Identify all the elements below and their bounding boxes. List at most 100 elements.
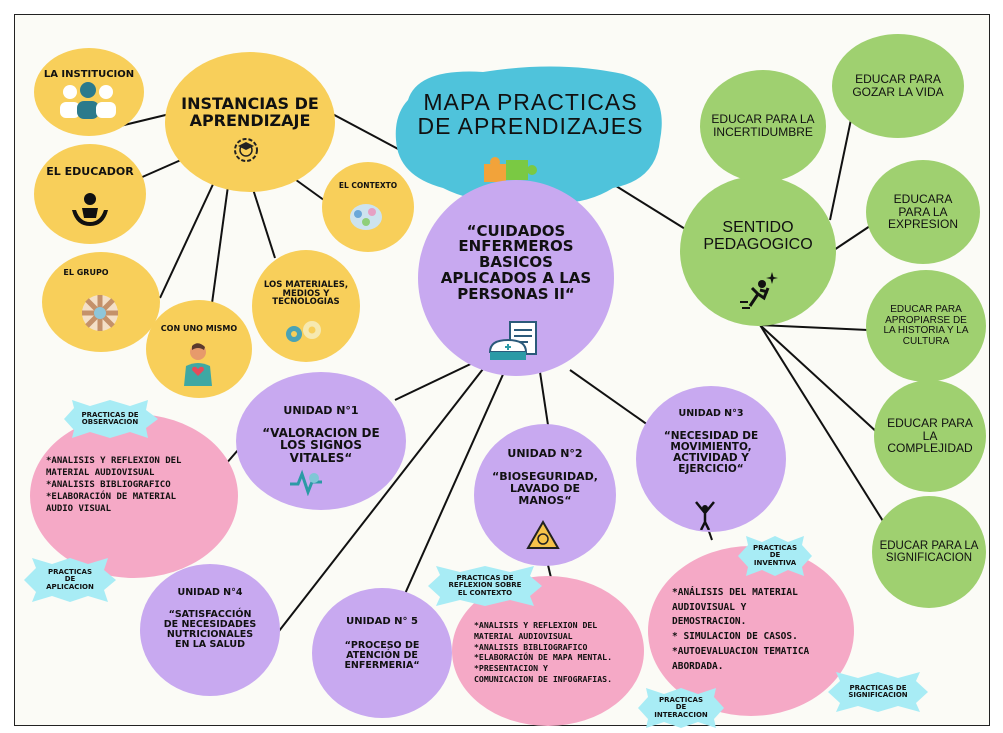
significacion-node: EDUCAR PARA LA SIGNIFICACION: [872, 496, 986, 608]
people-icon: [60, 82, 116, 119]
observacion-bubble: [30, 414, 238, 578]
unidad-4-title: UNIDAD N°4: [177, 587, 243, 599]
list-item: *ANALISIS Y REFLEXION DEL: [474, 620, 598, 630]
connector: [833, 225, 871, 251]
instancias-node: INSTANCIAS DE APRENDIZAJE: [165, 52, 335, 192]
vitals-icon: [290, 469, 322, 496]
list-item: AUDIOVISUAL Y: [672, 601, 747, 613]
reflexion-badge: PRACTICAS DE REFLEXION SOBRE EL CONTEXTO: [426, 566, 544, 606]
interaccion-badge-label: PRACTICAS DE INTERACCION: [654, 695, 708, 719]
connector: [759, 324, 881, 436]
center-label: “CUIDADOS ENFERMEROS BASICOS APLICADOS A…: [440, 221, 592, 303]
materiales-node: LOS MATERIALES, MEDIOS Y TECNOLOGIAS: [252, 250, 360, 362]
interaccion-badge: PRACTICAS DE INTERACCION: [636, 688, 726, 728]
gears-icon: [286, 321, 321, 342]
significacion-badge-label: PRACTICAS DE SIGNIFICACION: [848, 683, 908, 699]
unidad-5-title: UNIDAD N° 5: [346, 615, 418, 627]
person-heart-icon: [184, 343, 212, 386]
nurse-clipboard-icon: [488, 321, 537, 360]
incertidumbre-label: EDUCAR PARA LA INCERTIDUMBRE: [711, 112, 815, 139]
hands-person-icon: [72, 193, 108, 226]
unidad-4-node: UNIDAD N°4 “SATISFACCIÓN DE NECESIDADES …: [140, 564, 280, 696]
unidad-1-title: UNIDAD N°1: [283, 404, 359, 418]
gozar-node: EDUCAR PARA GOZAR LA VIDA: [832, 34, 964, 138]
list-item: *ELABORACIÓN DE MAPA MENTAL.: [474, 652, 613, 663]
historia-label: EDUCAR PARA APROPIARSE DE LA HISTORIA Y …: [883, 304, 969, 347]
list-item: *ELABORACIÓN DE MATERIAL: [46, 491, 177, 502]
reflexion-badge-label: PRACTICAS DE REFLEXION SOBRE EL CONTEXTO: [448, 573, 522, 597]
reflexion-list: *ANALISIS Y REFLEXION DEL MATERIAL AUDIO…: [474, 620, 612, 685]
expresion-label: EDUCARA PARA LA EXPRESION: [887, 192, 959, 232]
gear-graduation-icon: [234, 138, 258, 162]
unidad-5-node: UNIDAD N° 5 “PROCESO DE ATENCIÓN DE ENFE…: [312, 588, 452, 718]
list-item: AUDIO VISUAL: [46, 503, 112, 514]
list-item: DEMOSTRACION.: [672, 616, 747, 628]
unidad-1-text: “VALORACION DE LOS SIGNOS VITALES“: [262, 425, 380, 466]
arms-up-person-icon: [695, 501, 715, 530]
aplicacion-badge: PRACTICAS DE APLICACION: [22, 558, 118, 602]
list-item: * SIMULACION DE CASOS.: [672, 631, 798, 643]
grupo-label: EL GRUPO: [63, 267, 109, 277]
list-item: ABORDADA.: [672, 660, 724, 672]
expresion-node: EDUCARA PARA LA EXPRESION: [866, 160, 980, 264]
contexto-label: EL CONTEXTO: [338, 181, 398, 191]
list-item: *ANALISIS BIBLIOGRAFICO: [46, 479, 171, 490]
connector: [759, 324, 869, 331]
unidad-1-node: UNIDAD N°1 “VALORACION DE LOS SIGNOS VIT…: [236, 372, 406, 510]
unidad-2-title: UNIDAD N°2: [507, 446, 583, 460]
connector: [251, 185, 276, 259]
title-cloud: MAPA PRACTICAS DE APRENDIZAJES: [388, 60, 673, 210]
list-item: *AUTOEVALUACION TEMATICA: [672, 645, 810, 657]
gozar-label: EDUCAR PARA GOZAR LA VIDA: [852, 72, 944, 99]
materiales-label: LOS MATERIALES, MEDIOS Y TECNOLOGIAS: [263, 279, 349, 308]
unidad-2-text: “BIOSEGURIDAD, LAVADO DE MANOS“: [492, 470, 598, 507]
connector: [539, 371, 549, 426]
unidad-4-text: “SATISFACCIÓN DE NECESIDADES NUTRICIONAL…: [163, 609, 257, 650]
aplicacion-badge-label: PRACTICAS DE APLICACION: [46, 567, 94, 591]
connector: [209, 185, 229, 319]
list-item: *ANÁLISIS DEL MATERIAL: [672, 587, 798, 598]
unidad-3-text: “NECESIDAD DE MOVIMIENTO, ACTIVIDAD Y EJ…: [663, 429, 759, 475]
instancias-title: INSTANCIAS DE APRENDIZAJE: [181, 94, 319, 130]
sentido-node: SENTIDO PEDAGOGICO: [680, 176, 836, 326]
inventiva-badge-label: PRACTICAS DE INVENTIVA: [752, 543, 798, 567]
significacion-label: EDUCAR PARA LA SIGNIFICACION: [879, 539, 979, 564]
observacion-badge-label: PRACTICAS DE OBSERVACION: [81, 410, 139, 426]
connector: [271, 359, 491, 641]
list-item: MATERIAL AUDIOVISUAL: [474, 630, 573, 641]
connector: [324, 109, 401, 151]
brain-idea-icon: [350, 204, 382, 230]
unidad-3-title: UNIDAD N°3: [678, 407, 744, 419]
incertidumbre-node: EDUCAR PARA LA INCERTIDUMBRE: [700, 70, 826, 182]
inventiva-badge: PRACTICAS DE INVENTIVA: [736, 536, 814, 576]
institucion-label: LA INSTITUCION: [43, 68, 135, 80]
running-star-icon: [740, 272, 778, 309]
list-item: MATERIAL AUDIOVISUAL: [46, 467, 155, 478]
observacion-list: *ANALISIS Y REFLEXION DEL MATERIAL AUDIO…: [46, 456, 181, 515]
list-item: *ANALISIS Y REFLEXION DEL: [46, 456, 182, 466]
map-title: MAPA PRACTICAS DE APRENDIZAJES: [417, 89, 644, 140]
unidad-3-node: UNIDAD N°3 “NECESIDAD DE MOVIMIENTO, ACT…: [636, 386, 786, 532]
sentido-title: SENTIDO PEDAGOGICO: [703, 219, 813, 253]
complejidad-node: EDUCAR PARA LA COMPLEJIDAD: [874, 380, 986, 492]
list-item: *ANALISIS BIBLIOGRAFICO: [474, 641, 588, 652]
educador-label: EL EDUCADOR: [46, 165, 134, 179]
list-item: *PRESENTACION Y: [474, 663, 548, 674]
significacion-badge: PRACTICAS DE SIGNIFICACION: [826, 672, 930, 712]
connector: [159, 179, 216, 299]
connector: [399, 369, 506, 606]
complejidad-label: EDUCAR PARA LA COMPLEJIDAD: [887, 416, 973, 456]
historia-node: EDUCAR PARA APROPIARSE DE LA HISTORIA Y …: [866, 270, 986, 382]
uno-mismo-label: CON UNO MISMO: [160, 323, 238, 333]
unidad-2-node: UNIDAD N°2 “BIOSEGURIDAD, LAVADO DE MANO…: [474, 424, 616, 566]
caution-icon: [526, 520, 560, 549]
observacion-badge: PRACTICAS DE OBSERVACION: [60, 400, 160, 438]
unidad-5-text: “PROCESO DE ATENCIÓN DE ENFERMERIA“: [344, 640, 420, 672]
list-item: COMUNICACION DE INFOGRAFIAS.: [474, 674, 613, 685]
connector: [759, 324, 899, 546]
hands-circle-icon: [82, 295, 118, 331]
connector: [569, 369, 649, 426]
inventiva-bubble: [648, 546, 854, 716]
inventiva-list: *ANÁLISIS DEL MATERIAL AUDIOVISUAL Y DEM…: [672, 586, 809, 674]
